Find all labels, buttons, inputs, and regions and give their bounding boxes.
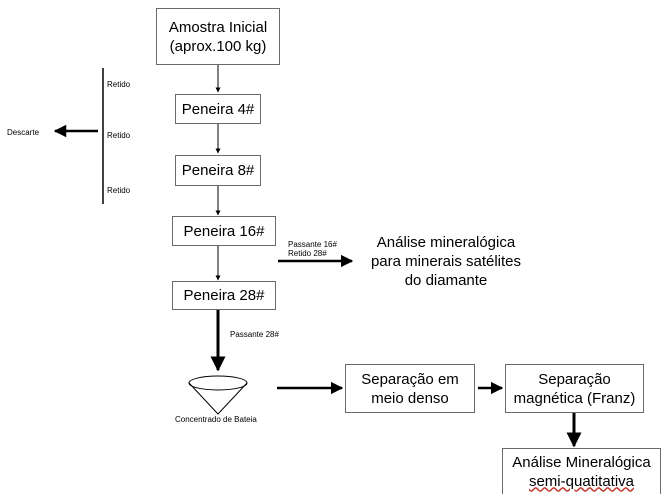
peneira-4-box: Peneira 4#	[175, 94, 261, 124]
separacao-magnetica-text: Separação magnética (Franz)	[513, 370, 636, 407]
retido-label-1: Retido	[107, 80, 131, 89]
analise-semi-quantitativa-box: Análise Mineralógica semi-quatitativa	[502, 448, 661, 494]
retido-label-3: Retido	[107, 186, 131, 195]
descarte-label: Descarte	[7, 128, 40, 137]
passante-16-label: Passante 16#	[288, 240, 337, 249]
analise-semi-line2: semi-quatitativa	[528, 472, 635, 490]
amostra-inicial-box: Amostra Inicial (aprox.100 kg)	[156, 8, 280, 65]
peneira-28-text: Peneira 28#	[183, 287, 265, 304]
peneira-8-box: Peneira 8#	[175, 155, 261, 186]
retido-28-label: Retido 28#	[288, 249, 327, 258]
funnel-icon	[188, 375, 248, 415]
passante-28-label: Passante 28#	[230, 330, 279, 339]
analise-satelites-text: Análise mineralógica para minerais satél…	[370, 234, 522, 289]
amostra-inicial-text: Amostra Inicial (aprox.100 kg)	[168, 18, 268, 55]
separacao-meio-denso-text: Separação em meio denso	[361, 370, 459, 407]
concentrado-bateia-label: Concentrado de Bateia	[175, 415, 257, 424]
peneira-16-text: Peneira 16#	[183, 222, 265, 240]
peneira-28-box: Peneira 28#	[172, 281, 276, 310]
separacao-magnetica-box: Separação magnética (Franz)	[505, 364, 644, 413]
retido-label-2: Retido	[107, 131, 131, 140]
peneira-8-text: Peneira 8#	[181, 162, 255, 179]
separacao-meio-denso-box: Separação em meio denso	[345, 364, 475, 413]
peneira-16-box: Peneira 16#	[172, 216, 276, 246]
peneira-4-text: Peneira 4#	[181, 100, 255, 118]
analise-semi-line1: Análise Mineralógica	[512, 453, 651, 471]
